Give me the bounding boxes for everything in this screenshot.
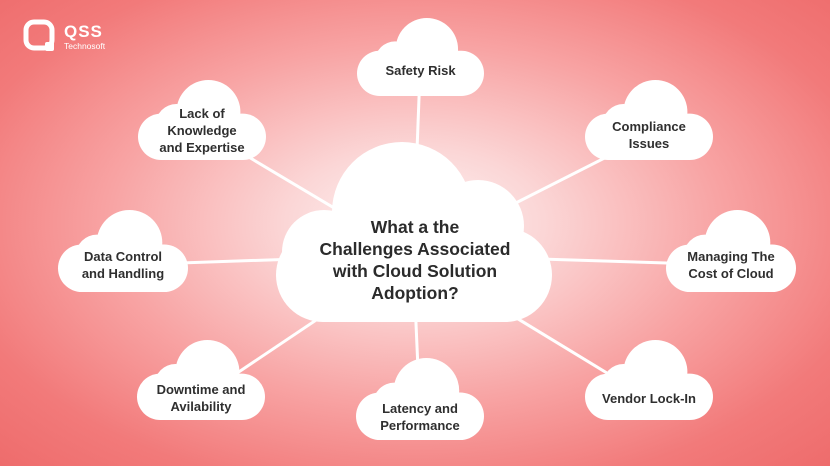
node-label-safety-risk: Safety Risk (357, 55, 484, 85)
cloud-downtime-availability (137, 340, 265, 420)
center-topic-line: Challenges Associated (319, 239, 511, 259)
center-topic-line: Adoption? (371, 283, 459, 303)
clouds (58, 18, 796, 440)
cloud-safety-risk (357, 18, 484, 96)
node-label-line: Performance (380, 418, 460, 433)
cloud-compliance-issues (585, 80, 713, 160)
node-label-line: Issues (628, 136, 670, 151)
cloud-managing-cost (666, 210, 796, 292)
qss-logo-icon (23, 19, 55, 51)
brand-name: QSS (64, 22, 103, 41)
cloud-lack-of-knowledge (138, 80, 266, 160)
node-label-line: Latency and (382, 401, 458, 416)
node-label-data-control: Data Control and Handling (56, 245, 190, 285)
node-label-line: Avilability (170, 399, 232, 414)
node-label-line: Compliance (612, 119, 686, 134)
node-label-line: Managing The (687, 249, 775, 264)
node-label-line: Cost of Cloud (688, 266, 774, 281)
center-topic-line: with Cloud Solution (332, 261, 498, 281)
node-label-line: Safety Risk (385, 62, 456, 78)
cloud-data-control (58, 210, 188, 292)
brand-logo: QSS Technosoft (22, 18, 105, 56)
center-topic-line: What a the (370, 217, 460, 237)
node-label-line: Knowledge (167, 122, 237, 138)
node-label-line: and Expertise (159, 139, 245, 155)
node-label-line: Vendor Lock-In (602, 390, 696, 406)
brand-subtitle: Technosoft (64, 41, 106, 51)
node-label-line: and Handling (81, 266, 165, 281)
cloud-vendor-lock-in (585, 340, 713, 420)
node-label-vendor-lock-in: Vendor Lock-In (585, 383, 713, 413)
center-topic: What a the Challenges Associated with Cl… (290, 210, 540, 310)
node-label-line: Downtime and (156, 382, 246, 397)
node-label-line: Lack of (179, 105, 225, 121)
brand-text: QSS Technosoft (64, 22, 106, 52)
cloud-center-topic (276, 142, 552, 322)
node-label-line: Data Control (84, 249, 162, 264)
cloud-latency-performance (356, 358, 484, 440)
